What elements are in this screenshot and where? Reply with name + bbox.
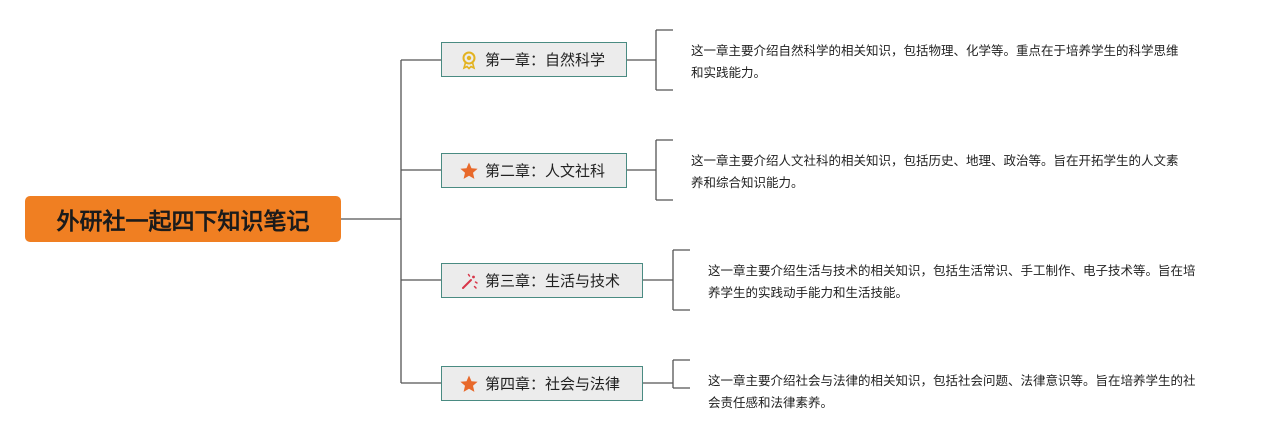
chapter-description-3: 这一章主要介绍生活与技术的相关知识，包括生活常识、手工制作、电子技术等。旨在培养… bbox=[708, 263, 1196, 300]
chapter-description-2: 这一章主要介绍人文社科的相关知识，包括历史、地理、政治等。旨在开拓学生的人文素养… bbox=[691, 153, 1179, 190]
chapter-label: 第二章：人文社科 bbox=[485, 162, 606, 180]
chapter-label: 第四章：社会与法律 bbox=[485, 375, 621, 393]
chapter-description-1: 这一章主要介绍自然科学的相关知识，包括物理、化学等。重点在于培养学生的科学思维和… bbox=[691, 43, 1179, 80]
magic-wand-icon bbox=[459, 271, 479, 291]
chapter-node-2[interactable]: 第二章：人文社科 bbox=[441, 153, 627, 188]
root-topic[interactable]: 外研社一起四下知识笔记 bbox=[25, 196, 341, 242]
star-icon bbox=[459, 161, 479, 181]
chapter-label: 第一章：自然科学 bbox=[485, 51, 606, 69]
chapter-label: 第三章：生活与技术 bbox=[485, 272, 621, 290]
root-title: 外研社一起四下知识笔记 bbox=[56, 209, 310, 235]
award-ribbon-icon bbox=[459, 50, 479, 70]
chapter-description-4: 这一章主要介绍社会与法律的相关知识，包括社会问题、法律意识等。旨在培养学生的社会… bbox=[708, 373, 1196, 410]
chapter-node-1[interactable]: 第一章：自然科学 bbox=[441, 42, 627, 77]
chapter-node-4[interactable]: 第四章：社会与法律 bbox=[441, 366, 643, 401]
chapter-node-3[interactable]: 第三章：生活与技术 bbox=[441, 263, 643, 298]
star-icon bbox=[459, 374, 479, 394]
